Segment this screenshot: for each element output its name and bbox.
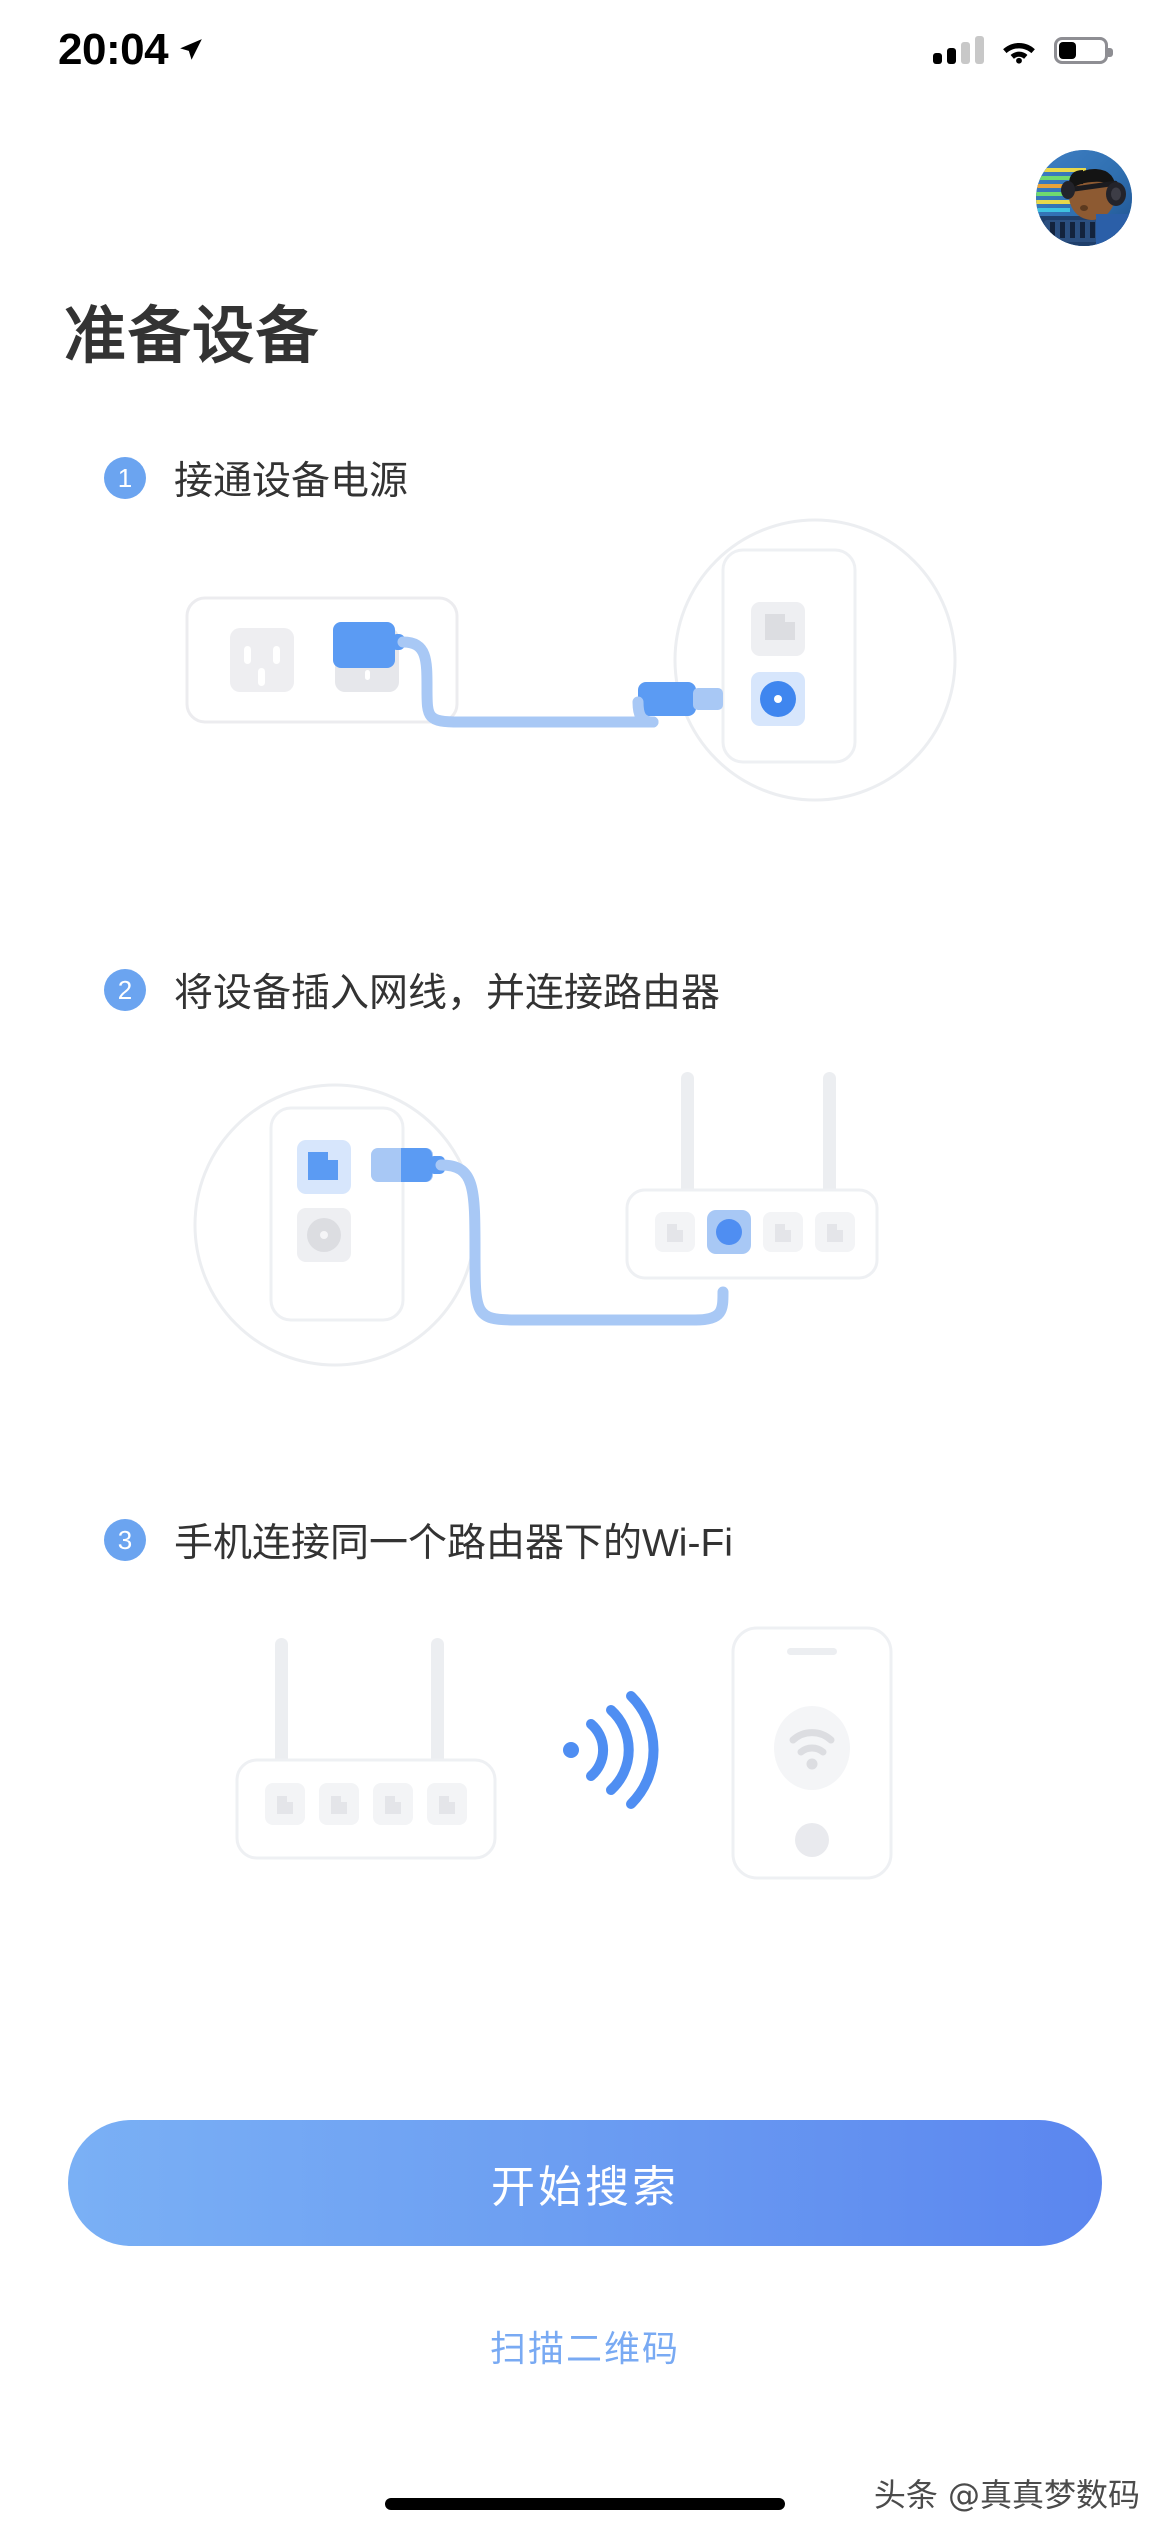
start-search-label: 开始搜索 (491, 2163, 679, 2212)
home-indicator[interactable] (385, 2498, 785, 2510)
page-title: 准备设备 (64, 302, 321, 371)
step-item-2: 2 将设备插入网线，并连接路由器 (104, 962, 720, 1018)
wifi-icon (1003, 43, 1035, 64)
scan-qr-code-link[interactable]: 扫描二维码 (489, 2328, 680, 2369)
step-number-badge: 3 (104, 1519, 146, 1561)
avatar[interactable] (1036, 150, 1132, 246)
step-item-3: 3 手机连接同一个路由器下的Wi-Fi (104, 1512, 733, 1568)
step-number-badge: 1 (104, 457, 146, 499)
step-label: 手机连接同一个路由器下的Wi-Fi (174, 1522, 733, 1565)
step-3-illustration (0, 1600, 1170, 1920)
status-bar-clock: 20:04 (58, 25, 169, 74)
step-label: 将设备插入网线，并连接路由器 (174, 972, 721, 1015)
step-2-illustration (0, 1070, 1170, 1410)
status-bar-right (933, 36, 1113, 64)
status-bar: 20:04 (0, 0, 1170, 100)
cellular-bars-icon (933, 36, 984, 64)
step-item-1: 1 接通设备电源 (104, 450, 408, 506)
start-search-button[interactable]: 开始搜索 (68, 2120, 1102, 2246)
watermark: 头条 @真真梦数码 (873, 2476, 1140, 2514)
step-label: 接通设备电源 (174, 460, 409, 503)
step-number-badge: 2 (104, 969, 146, 1011)
battery-icon (1054, 36, 1113, 64)
status-bar-left: 20:04 (58, 28, 204, 72)
step-1-illustration (0, 510, 1170, 810)
location-arrow-icon (180, 39, 202, 60)
